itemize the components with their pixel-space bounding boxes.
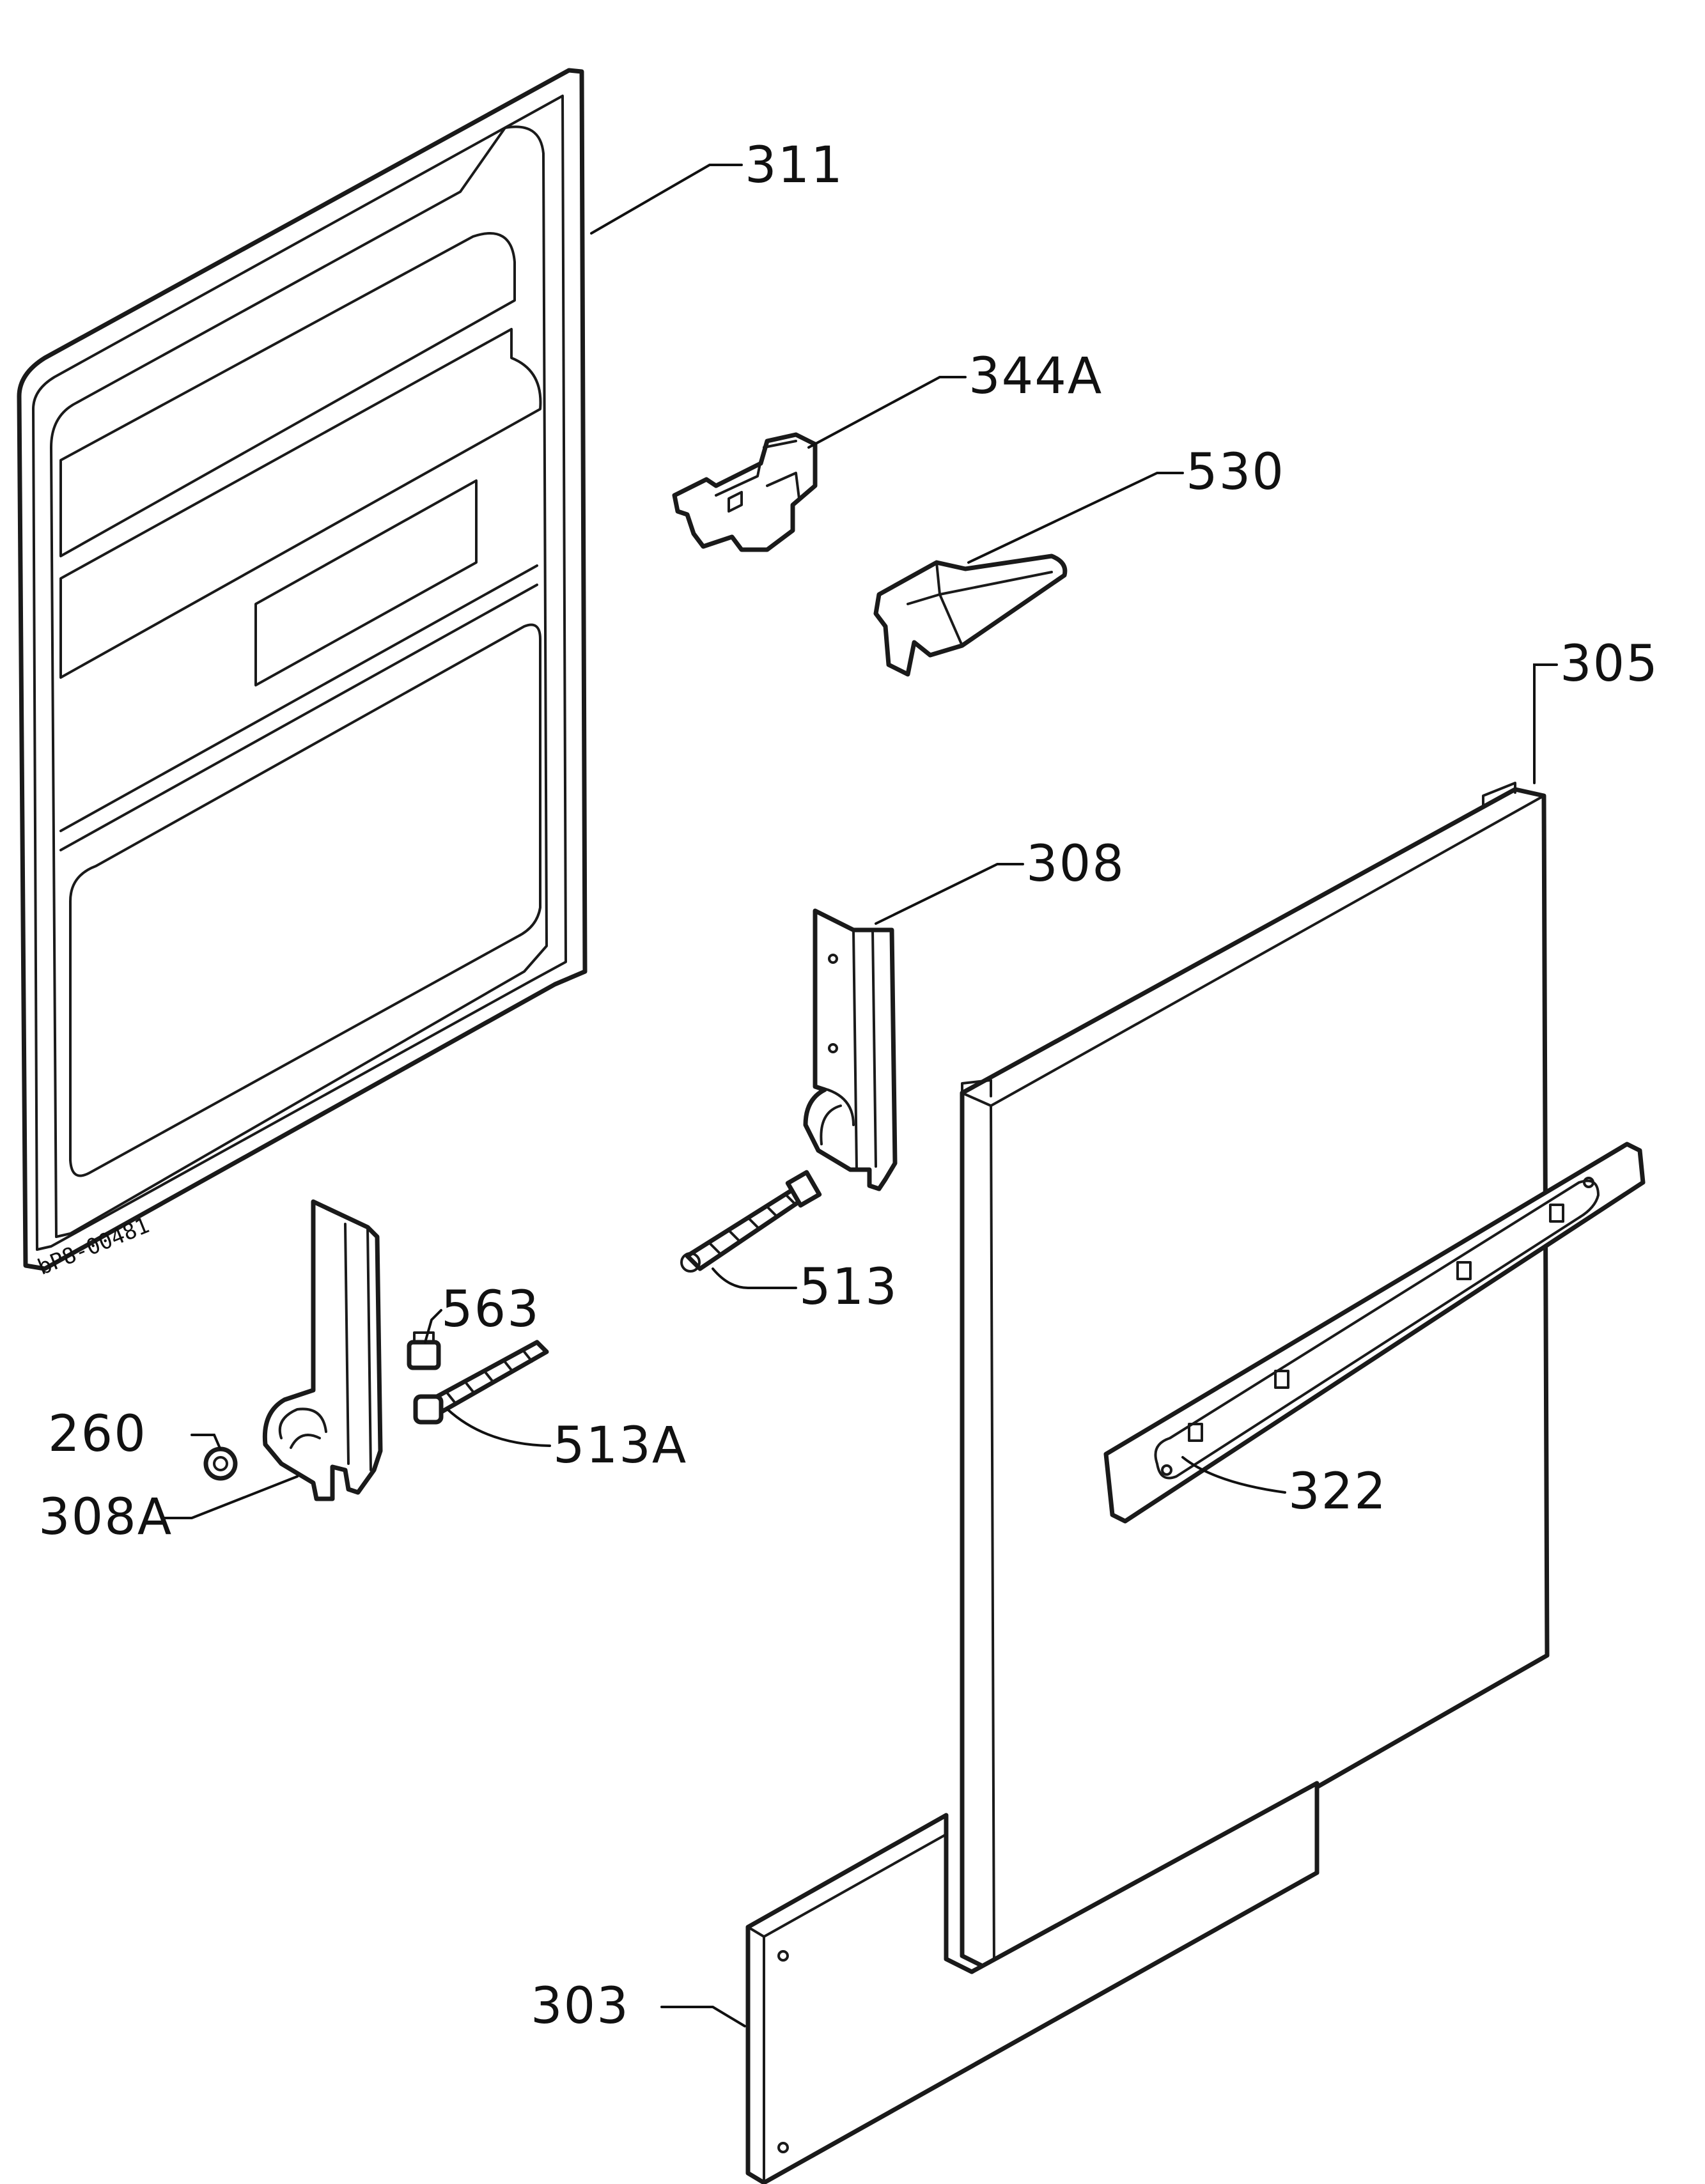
callout-311: 311: [745, 137, 844, 194]
part-513a-spring: [413, 1340, 549, 1425]
callout-563: 563: [441, 1281, 540, 1338]
part-513-spring: [680, 1170, 822, 1273]
callout-308: 308: [1026, 835, 1125, 893]
callout-344a: 344A: [969, 348, 1103, 405]
callout-530: 530: [1186, 444, 1285, 501]
callout-513: 513: [799, 1259, 898, 1316]
callout-513a: 513A: [553, 1417, 687, 1475]
callout-303: 303: [531, 1978, 630, 2035]
callout-260: 260: [48, 1406, 147, 1463]
leader-lines: [162, 164, 1558, 2027]
part-308a-hinge: [262, 1199, 383, 1501]
part-344a-lock: [672, 432, 818, 552]
part-311-inner-door: [17, 68, 588, 1271]
callout-322: 322: [1288, 1463, 1387, 1521]
part-308-hinge: [803, 908, 898, 1191]
part-563-screw: [407, 1331, 441, 1370]
part-260-nut: [203, 1446, 238, 1481]
part-530-bracket: [873, 554, 1068, 677]
part-322-handle: [1103, 1142, 1646, 1524]
callout-labels: 311 344A 530 305 308 513 563 260 513A 30…: [38, 137, 1659, 2035]
callout-305: 305: [1560, 635, 1659, 693]
part-303-kick-plate: [745, 1781, 1320, 2184]
callout-308a: 308A: [38, 1489, 173, 1546]
